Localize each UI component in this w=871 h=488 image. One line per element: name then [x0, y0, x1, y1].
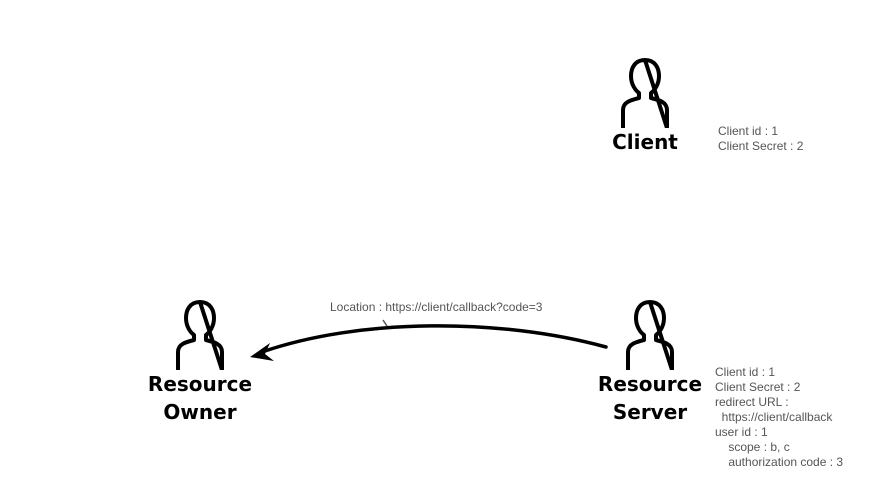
- client-label: Client: [612, 130, 678, 154]
- note-line: authorization code : 3: [715, 455, 844, 469]
- note-line: Client Secret : 2: [715, 380, 801, 394]
- person-icon: [626, 300, 674, 370]
- label-tick: [382, 319, 388, 327]
- server-data-note: Client id : 1 Client Secret : 2 redirect…: [715, 365, 843, 470]
- person-icon: [176, 300, 224, 370]
- resource-server-label: Resource Server: [597, 372, 703, 424]
- redirect-arrow-line: [260, 324, 608, 354]
- note-line: Client id : 1: [718, 124, 779, 138]
- resource-owner-label: Resource Owner: [147, 372, 253, 424]
- redirect-location-label: Location : https://client/callback?code=…: [330, 300, 543, 314]
- resource-owner-actor: Resource Owner: [140, 298, 260, 426]
- note-line: user id : 1: [715, 425, 768, 439]
- arrowhead-icon: [250, 343, 274, 361]
- note-line: Client id : 1: [715, 365, 776, 379]
- note-line: scope : b, c: [715, 440, 790, 454]
- client-actor: Client: [600, 56, 690, 156]
- person-icon: [621, 58, 669, 128]
- note-line: redirect URL :: [715, 395, 789, 409]
- resource-server-actor: Resource Server: [590, 298, 710, 426]
- note-line: https://client/callback: [715, 410, 833, 424]
- note-line: Client Secret : 2: [718, 139, 804, 153]
- client-credentials-note: Client id : 1 Client Secret : 2: [718, 124, 803, 154]
